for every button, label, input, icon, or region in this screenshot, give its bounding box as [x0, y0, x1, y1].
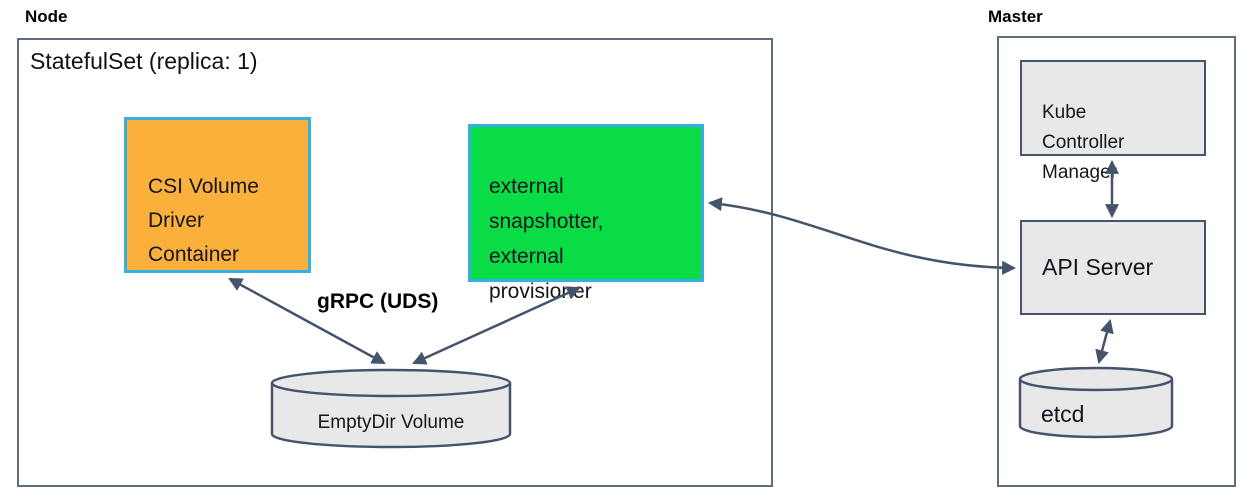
statefulset-label: StatefulSet (replica: 1)	[30, 48, 258, 74]
api-server-label: API Server	[1042, 254, 1154, 280]
external-snapshotter-provisioner-box: external snapshotter, external provision…	[468, 124, 704, 303]
node-group-label: Node	[25, 7, 68, 26]
external-snapshotter-provisioner-label: external snapshotter, external provision…	[489, 175, 604, 303]
kube-controller-manager-label: Kube Controller Manager	[1042, 102, 1125, 183]
csi-volume-driver-container-label: CSI Volume Driver Container	[148, 175, 259, 266]
api-server-box: API Server	[1020, 220, 1206, 315]
kube-controller-manager-box: Kube Controller Manager	[1020, 60, 1206, 183]
csi-volume-driver-container-box: CSI Volume Driver Container	[124, 117, 311, 273]
master-group-label: Master	[988, 7, 1043, 26]
etcd-label: etcd	[1041, 401, 1085, 427]
emptydir-volume-label: EmptyDir Volume	[317, 412, 465, 433]
grpc-uds-label: gRPC (UDS)	[317, 290, 439, 313]
